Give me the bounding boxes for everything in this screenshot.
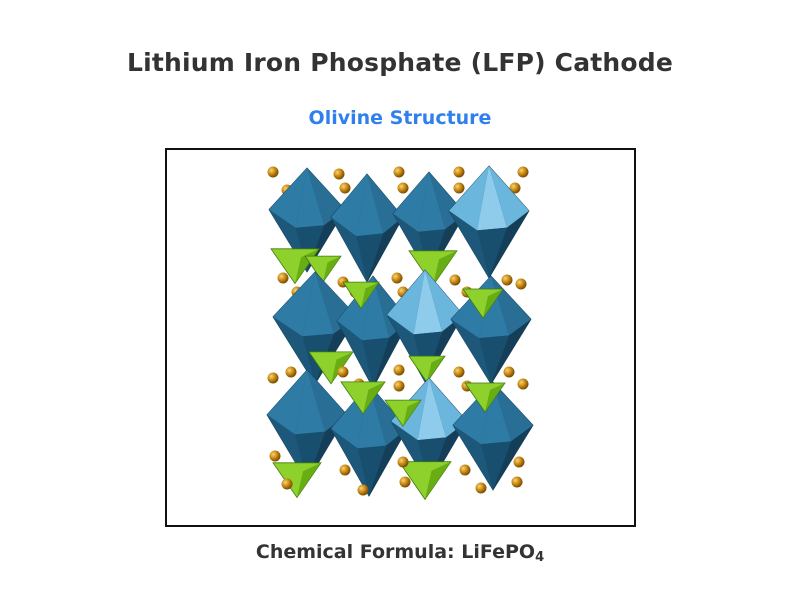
iron-octahedron-face [331, 174, 367, 237]
iron-octahedron-face [479, 276, 509, 339]
formula-text: LiFePO [461, 541, 536, 563]
iron-octahedron-face [302, 272, 334, 337]
lithium-atom [393, 166, 405, 178]
lithium-atom [281, 478, 293, 490]
iron-octahedron-face [362, 276, 390, 341]
lithium-atom [509, 182, 521, 194]
lithium-atom [339, 182, 351, 194]
iron-octahedron-face [295, 168, 325, 228]
lithium-atom [393, 380, 405, 392]
lithium-atom [501, 274, 513, 286]
iron-octahedron-face [417, 378, 447, 441]
phosphate-tetrahedron-face [363, 381, 385, 414]
iron-octahedron-face [356, 233, 384, 282]
lithium-atom [517, 166, 529, 178]
iron-octahedron-face [267, 414, 307, 482]
lithium-atom [277, 272, 289, 284]
lithium-atom [267, 166, 279, 178]
iron-octahedron-face [307, 168, 345, 226]
iron-octahedron-face [477, 227, 507, 278]
page-title: Lithium Iron Phosphate (LFP) Cathode [126, 48, 674, 77]
lithium-atom [397, 182, 409, 194]
iron-octahedron-face [493, 382, 533, 442]
page-subtitle: Olivine Structure [308, 107, 492, 129]
phosphate-tetrahedron-face [427, 356, 445, 383]
iron-octahedron-face [449, 166, 489, 231]
iron-octahedron-face [269, 168, 307, 228]
lithium-atom [517, 378, 529, 390]
phosphate-tetrahedron-face [425, 461, 451, 500]
phosphate-tetrahedron-face [483, 289, 503, 318]
lithium-atom [449, 274, 461, 286]
iron-octahedron-face [489, 166, 529, 228]
iron-octahedron-face [477, 166, 507, 231]
iron-octahedron-face [453, 425, 493, 490]
lithium-atom [269, 450, 281, 462]
lithium-atom [267, 372, 279, 384]
iron-octahedron-face [493, 425, 533, 490]
lithium-atom [475, 482, 487, 494]
lithium-atom [391, 272, 403, 284]
lithium-atom [453, 366, 465, 378]
phosphate-tetrahedron-face [361, 282, 379, 309]
lithium-atom [453, 166, 465, 178]
iron-octahedron-face [273, 272, 315, 337]
lithium-atom [397, 456, 409, 468]
phosphate-tetrahedron-face [403, 400, 421, 427]
iron-octahedron-face [479, 335, 509, 384]
iron-octahedron-face [387, 270, 425, 335]
lithium-atom [339, 464, 351, 476]
iron-octahedron-face [393, 172, 429, 232]
iron-octahedron-face [369, 428, 407, 496]
iron-octahedron-face [481, 441, 511, 490]
lithium-atom [333, 168, 345, 180]
phosphate-tetrahedron-face [323, 256, 341, 283]
crystal-structure-frame [165, 148, 636, 527]
lithium-atom [357, 484, 369, 496]
iron-octahedron-face [418, 172, 446, 232]
lithium-atom [453, 182, 465, 194]
formula-label: Chemical Formula: [255, 541, 455, 563]
iron-octahedron-face [295, 370, 325, 435]
iron-octahedron-face [331, 428, 369, 496]
iron-octahedron-face [367, 174, 403, 234]
lithium-atom [513, 456, 525, 468]
iron-octahedron-face [481, 382, 511, 445]
lithium-atom [337, 366, 349, 378]
iron-octahedron-face [357, 384, 387, 449]
chemical-formula: Chemical Formula: LiFePO4 [0, 541, 800, 565]
iron-octahedron-face [356, 174, 384, 237]
lithium-atom [459, 464, 471, 476]
iron-octahedron-face [357, 445, 387, 496]
crystal-structure-illustration [266, 165, 534, 501]
lithium-atom [511, 476, 523, 488]
phosphate-tetrahedron-face [485, 383, 505, 412]
iron-octahedron-face [413, 270, 443, 335]
iron-octahedron-face [307, 370, 347, 432]
iron-octahedron-face [267, 370, 307, 435]
lithium-atom [515, 278, 527, 290]
iron-octahedron-face [362, 337, 390, 388]
phosphate-tetrahedron-face [297, 462, 321, 498]
iron-octahedron-face [295, 431, 325, 482]
lithium-atom [285, 366, 297, 378]
lithium-atom [393, 364, 405, 376]
formula-subscript: 4 [535, 550, 545, 565]
lithium-atom [399, 476, 411, 488]
lithium-atom [503, 366, 515, 378]
